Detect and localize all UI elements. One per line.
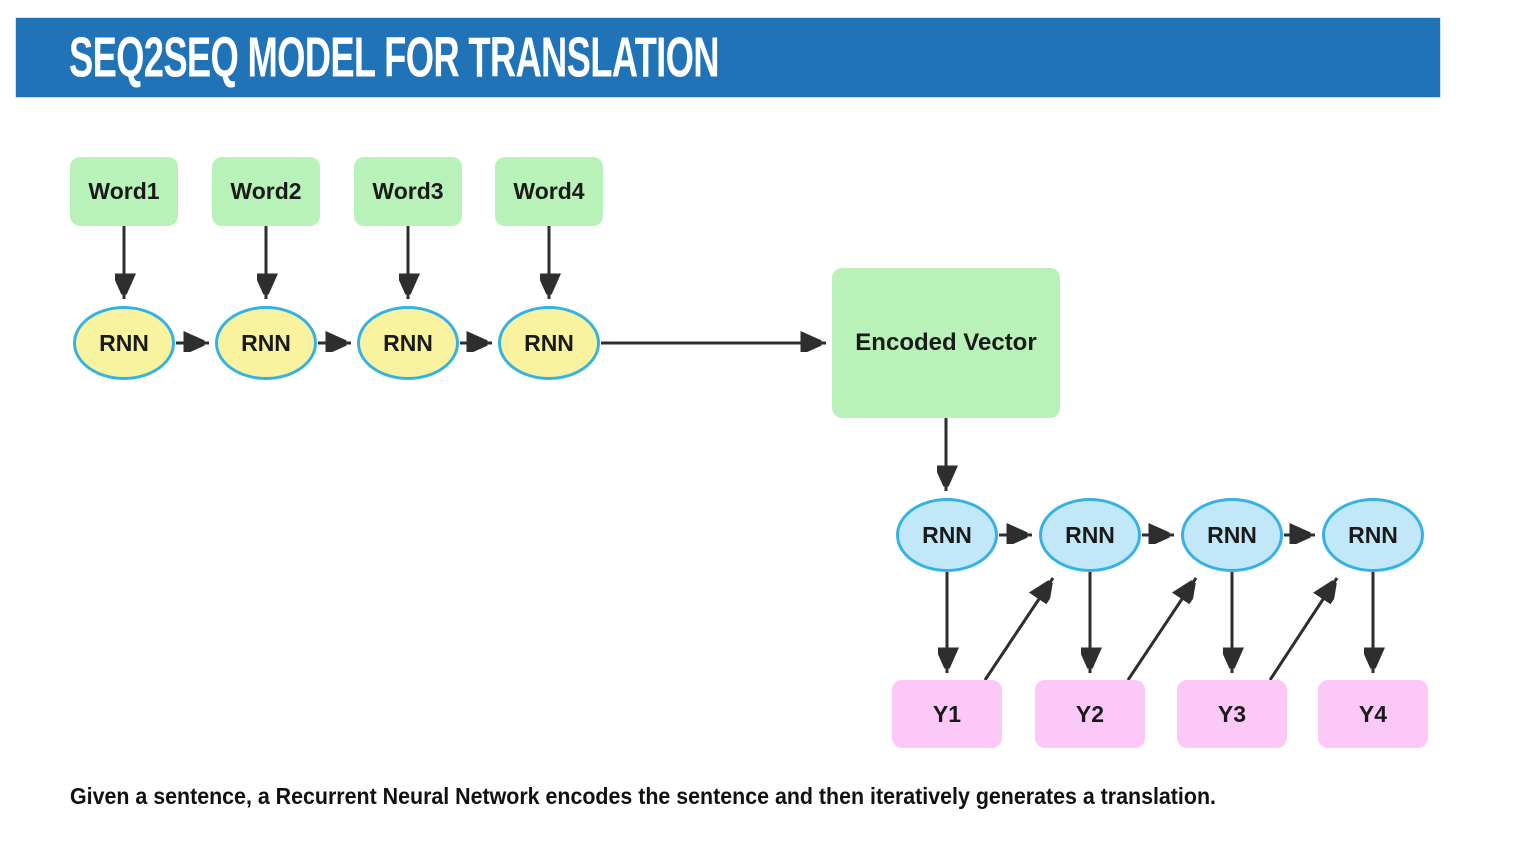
- arrow-y1-to-decoder-rnn2: [983, 578, 1055, 681]
- encoder-rnn-1-node: RNN: [73, 306, 175, 380]
- input-word-2-box: Word2: [212, 157, 320, 226]
- input-word-1-box: Word1: [70, 157, 178, 226]
- output-y2-box: Y2: [1035, 680, 1145, 748]
- decoder-rnn-2-node: RNN: [1039, 498, 1141, 572]
- encoder-rnn-2-node: RNN: [215, 306, 317, 380]
- encoded-vector-box: Encoded Vector: [832, 268, 1060, 418]
- output-y4-box: Y4: [1318, 680, 1428, 748]
- header-bar: SEQ2SEQ MODEL FOR TRANSLATION: [15, 17, 1441, 98]
- arrow-y3-to-decoder-rnn4: [1268, 578, 1339, 681]
- output-y3-box: Y3: [1177, 680, 1287, 748]
- output-y1-box: Y1: [892, 680, 1002, 748]
- decoder-rnn-3-node: RNN: [1181, 498, 1283, 572]
- input-word-3-box: Word3: [354, 157, 462, 226]
- decoder-rnn-4-node: RNN: [1322, 498, 1424, 572]
- input-word-4-box: Word4: [495, 157, 603, 226]
- arrow-y2-to-decoder-rnn3: [1126, 578, 1198, 681]
- encoder-rnn-3-node: RNN: [357, 306, 459, 380]
- decoder-rnn-1-node: RNN: [896, 498, 998, 572]
- caption-text: Given a sentence, a Recurrent Neural Net…: [70, 783, 1216, 809]
- page-title: SEQ2SEQ MODEL FOR TRANSLATION: [69, 26, 719, 89]
- encoder-rnn-4-node: RNN: [498, 306, 600, 380]
